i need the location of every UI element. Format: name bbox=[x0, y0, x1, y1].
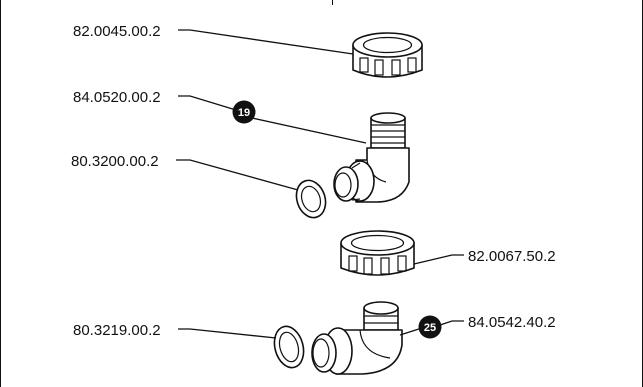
seal-ring-bottom bbox=[273, 325, 305, 369]
seal-ring-top bbox=[295, 179, 327, 219]
part-number-label: 80.3200.00.2 bbox=[71, 153, 159, 170]
leader-lines bbox=[176, 29, 464, 339]
callout-badge-19: 19 bbox=[232, 100, 256, 124]
badge-number: 25 bbox=[424, 322, 436, 334]
part-number-label: 82.0045.00.2 bbox=[73, 23, 161, 40]
part-number-label: 84.0542.40.2 bbox=[468, 314, 556, 331]
part-number-label: 82.0067.50.2 bbox=[468, 248, 556, 265]
part-number-label: 84.0520.00.2 bbox=[73, 89, 161, 106]
hose-elbow-bottom bbox=[311, 301, 403, 375]
union-nut-top bbox=[352, 32, 423, 78]
callout-badge-25: 25 bbox=[418, 315, 442, 339]
union-nut-middle bbox=[340, 230, 415, 276]
hose-elbow-top bbox=[333, 112, 410, 203]
part-number-label: 80.3219.00.2 bbox=[73, 322, 161, 339]
badge-number: 19 bbox=[238, 107, 250, 119]
